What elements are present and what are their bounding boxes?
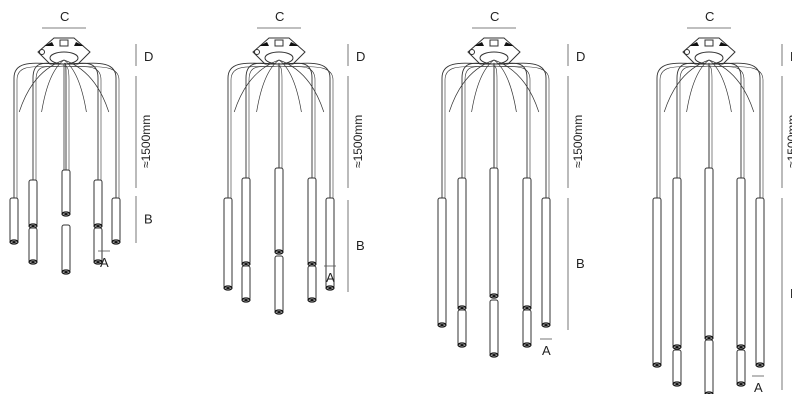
ceiling-canopy [252, 37, 306, 65]
pendant-tube [704, 167, 714, 339]
label-a: A [542, 343, 551, 358]
label-a: A [100, 255, 109, 270]
pendant-tube [489, 299, 499, 356]
pendant-tube [755, 197, 765, 366]
label-d: D [356, 49, 365, 64]
pendant-tube [93, 179, 103, 227]
pendant-tube [457, 309, 467, 346]
pendant-tubes [437, 167, 551, 358]
pendant-tube [736, 349, 746, 385]
pendant-tube [522, 177, 532, 309]
suspension-cables [656, 59, 764, 198]
pendant-tube [61, 169, 71, 215]
cable-length-label: ≈1500mm [139, 115, 153, 168]
label-c: C [275, 9, 284, 24]
suspension-cables [441, 59, 550, 198]
cable-length-label: ≈1500mm [571, 115, 585, 168]
pendant-tube [522, 309, 532, 346]
label-b: B [144, 212, 153, 227]
pendant-tube [672, 349, 682, 385]
cable-length-label: ≈1500mm [785, 115, 792, 168]
pendant-tube [61, 224, 71, 273]
suspension-cables [13, 59, 120, 198]
label-b: B [356, 238, 365, 253]
pendant-tube [274, 167, 284, 253]
pendant-tubes [652, 167, 765, 394]
pendant-tube [9, 197, 19, 243]
pendant-tube [736, 177, 746, 348]
pendant-tube [307, 177, 317, 265]
pendant-tube [457, 177, 467, 309]
cable-length-label: ≈1500mm [351, 115, 365, 168]
pendant-tube [111, 197, 121, 243]
pendant-tube [307, 265, 317, 301]
pendant-tube [223, 197, 233, 289]
pendant-tubes [223, 167, 335, 315]
pendant-tube [274, 255, 284, 313]
pendant-tube [241, 177, 251, 265]
label-d: D [576, 49, 585, 64]
pendant-tube [28, 179, 38, 227]
pendant-tube [28, 227, 38, 263]
label-a: A [754, 380, 763, 394]
label-d: D [790, 49, 792, 64]
label-b: B [790, 286, 792, 301]
label-a: A [326, 270, 335, 285]
pendant-tube [437, 197, 447, 326]
label-c: C [490, 9, 499, 24]
pendant-tubes [9, 169, 121, 275]
pendant-tube [704, 339, 714, 394]
pendant-tube [652, 197, 662, 366]
label-b: B [576, 256, 585, 271]
pendant-tube [541, 197, 551, 326]
pendant-tube [672, 177, 682, 348]
label-c: C [60, 9, 69, 24]
label-c: C [705, 9, 714, 24]
pendant-tube [241, 265, 251, 301]
suspension-cables [227, 59, 334, 198]
label-d: D [144, 49, 153, 64]
pendant-tube [489, 167, 499, 297]
